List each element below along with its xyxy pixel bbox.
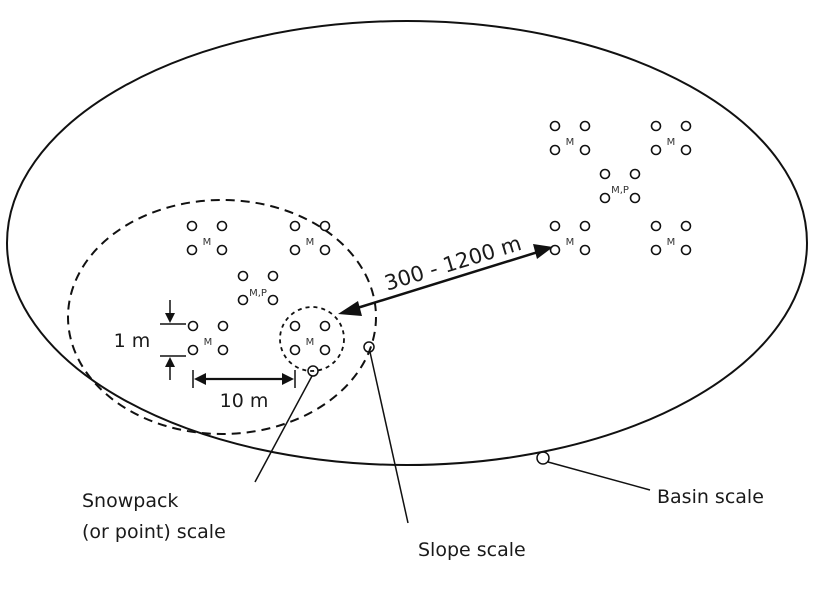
plot-label-m: M <box>203 237 212 248</box>
plot-label-mp: M,P <box>611 185 629 196</box>
sampling-point <box>579 244 591 256</box>
sampling-point <box>599 168 611 180</box>
plot-label-m: M <box>667 237 676 248</box>
snowpack-circle <box>279 306 345 372</box>
sampling-point <box>216 220 228 232</box>
sampling-point <box>186 244 198 256</box>
sampling-point <box>680 120 692 132</box>
sampling-point <box>650 144 662 156</box>
slope-scale-label: Slope scale <box>418 539 526 561</box>
sampling-point <box>289 244 301 256</box>
sampling-point <box>217 320 229 332</box>
sampling-point <box>579 144 591 156</box>
sampling-point <box>629 192 641 204</box>
plot-label-m: M <box>667 137 676 148</box>
plot-groups <box>186 120 692 356</box>
sampling-point <box>186 220 198 232</box>
sampling-point <box>237 294 249 306</box>
sampling-point <box>650 220 662 232</box>
plot-label-m: M <box>306 337 315 348</box>
sampling-point <box>289 320 301 332</box>
sampling-point <box>680 244 692 256</box>
sampling-point <box>650 244 662 256</box>
sampling-point <box>187 344 199 356</box>
sampling-point <box>579 120 591 132</box>
plot-label-m: M <box>204 337 213 348</box>
basin-scale-label: Basin scale <box>657 486 764 508</box>
sampling-point <box>680 144 692 156</box>
sampling-point <box>650 120 662 132</box>
sampling-point <box>267 270 279 282</box>
sampling-point <box>680 220 692 232</box>
one-meter-label: 1 m <box>114 330 151 352</box>
sampling-point <box>289 220 301 232</box>
sampling-point <box>319 320 331 332</box>
sampling-point <box>319 244 331 256</box>
plot-label-m: M <box>306 237 315 248</box>
sampling-point <box>599 192 611 204</box>
sampling-point <box>216 244 228 256</box>
sampling-point <box>289 344 301 356</box>
slope-ellipse <box>67 199 377 435</box>
sampling-point <box>187 320 199 332</box>
callout-leaders <box>254 341 651 524</box>
sampling-point <box>237 270 249 282</box>
sampling-point <box>319 344 331 356</box>
sampling-point <box>549 120 561 132</box>
sampling-point <box>579 220 591 232</box>
ten-meter-label: 10 m <box>220 390 269 412</box>
plot-label-m: M <box>566 237 575 248</box>
sampling-point <box>549 220 561 232</box>
snowpack-scale-label: Snowpack <box>82 490 178 512</box>
sampling-point <box>549 144 561 156</box>
sampling-point <box>549 244 561 256</box>
ten-meter-dimension <box>192 370 296 388</box>
plot-label-mp: M,P <box>249 288 267 299</box>
plot-label-m: M <box>566 137 575 148</box>
basin-ellipse <box>6 20 808 466</box>
one-meter-dimension <box>160 300 186 380</box>
sampling-point <box>319 220 331 232</box>
sampling-point <box>267 294 279 306</box>
snowpack-scale-label-2: (or point) scale <box>82 521 226 543</box>
sampling-point <box>217 344 229 356</box>
distance-arrow <box>338 244 553 316</box>
sampling-point <box>629 168 641 180</box>
